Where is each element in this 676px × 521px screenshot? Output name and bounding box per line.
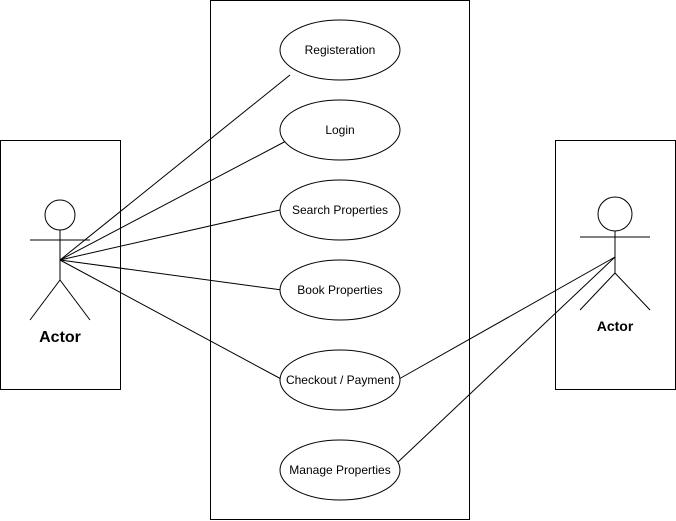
use-case-label: Checkout / Payment bbox=[286, 373, 395, 387]
association-line-right-actor-manage bbox=[397, 256, 616, 463]
association-lines bbox=[59, 74, 616, 463]
use-case-ellipse[interactable] bbox=[279, 439, 401, 501]
actor-right-leg bbox=[59, 279, 91, 321]
association-line-left-actor-registration bbox=[59, 74, 291, 261]
right-actor-figure[interactable] bbox=[579, 196, 651, 311]
use-case-label: Registeration bbox=[305, 43, 376, 57]
use-case-book[interactable]: Book Properties bbox=[279, 259, 401, 321]
association-line-left-actor-book bbox=[59, 259, 283, 291]
use-case-label: Book Properties bbox=[297, 283, 382, 297]
actor-left-leg bbox=[29, 279, 61, 321]
use-case-ellipse[interactable] bbox=[279, 259, 401, 321]
association-line-left-actor-search bbox=[59, 209, 281, 261]
actor-head bbox=[597, 196, 633, 232]
association-line-left-actor-login bbox=[59, 139, 289, 261]
use-case-label: Search Properties bbox=[292, 203, 388, 217]
association-line-right-actor-checkout bbox=[398, 256, 616, 380]
use-case-ellipse[interactable] bbox=[279, 349, 401, 411]
use-case-registration[interactable]: Registeration bbox=[279, 19, 401, 81]
actor-right-leg bbox=[614, 272, 651, 311]
right-actor-label: Actor bbox=[597, 318, 634, 334]
left-actor-figure[interactable] bbox=[29, 199, 91, 321]
use-case-label: Manage Properties bbox=[289, 463, 390, 477]
use-case-label: Login bbox=[325, 123, 354, 137]
use-case-ellipse[interactable] bbox=[279, 179, 401, 241]
use-case-ellipse[interactable] bbox=[279, 99, 401, 161]
use-case-login[interactable]: Login bbox=[279, 99, 401, 161]
use-case-manage[interactable]: Manage Properties bbox=[279, 439, 401, 501]
left-actor-label: Actor bbox=[39, 329, 81, 346]
use-case-ellipse[interactable] bbox=[279, 19, 401, 81]
use-case-checkout[interactable]: Checkout / Payment bbox=[279, 349, 401, 411]
use-case-search[interactable]: Search Properties bbox=[279, 179, 401, 241]
actor-head bbox=[44, 199, 76, 231]
association-line-left-actor-checkout bbox=[59, 259, 284, 381]
actor-left-leg bbox=[579, 272, 616, 311]
